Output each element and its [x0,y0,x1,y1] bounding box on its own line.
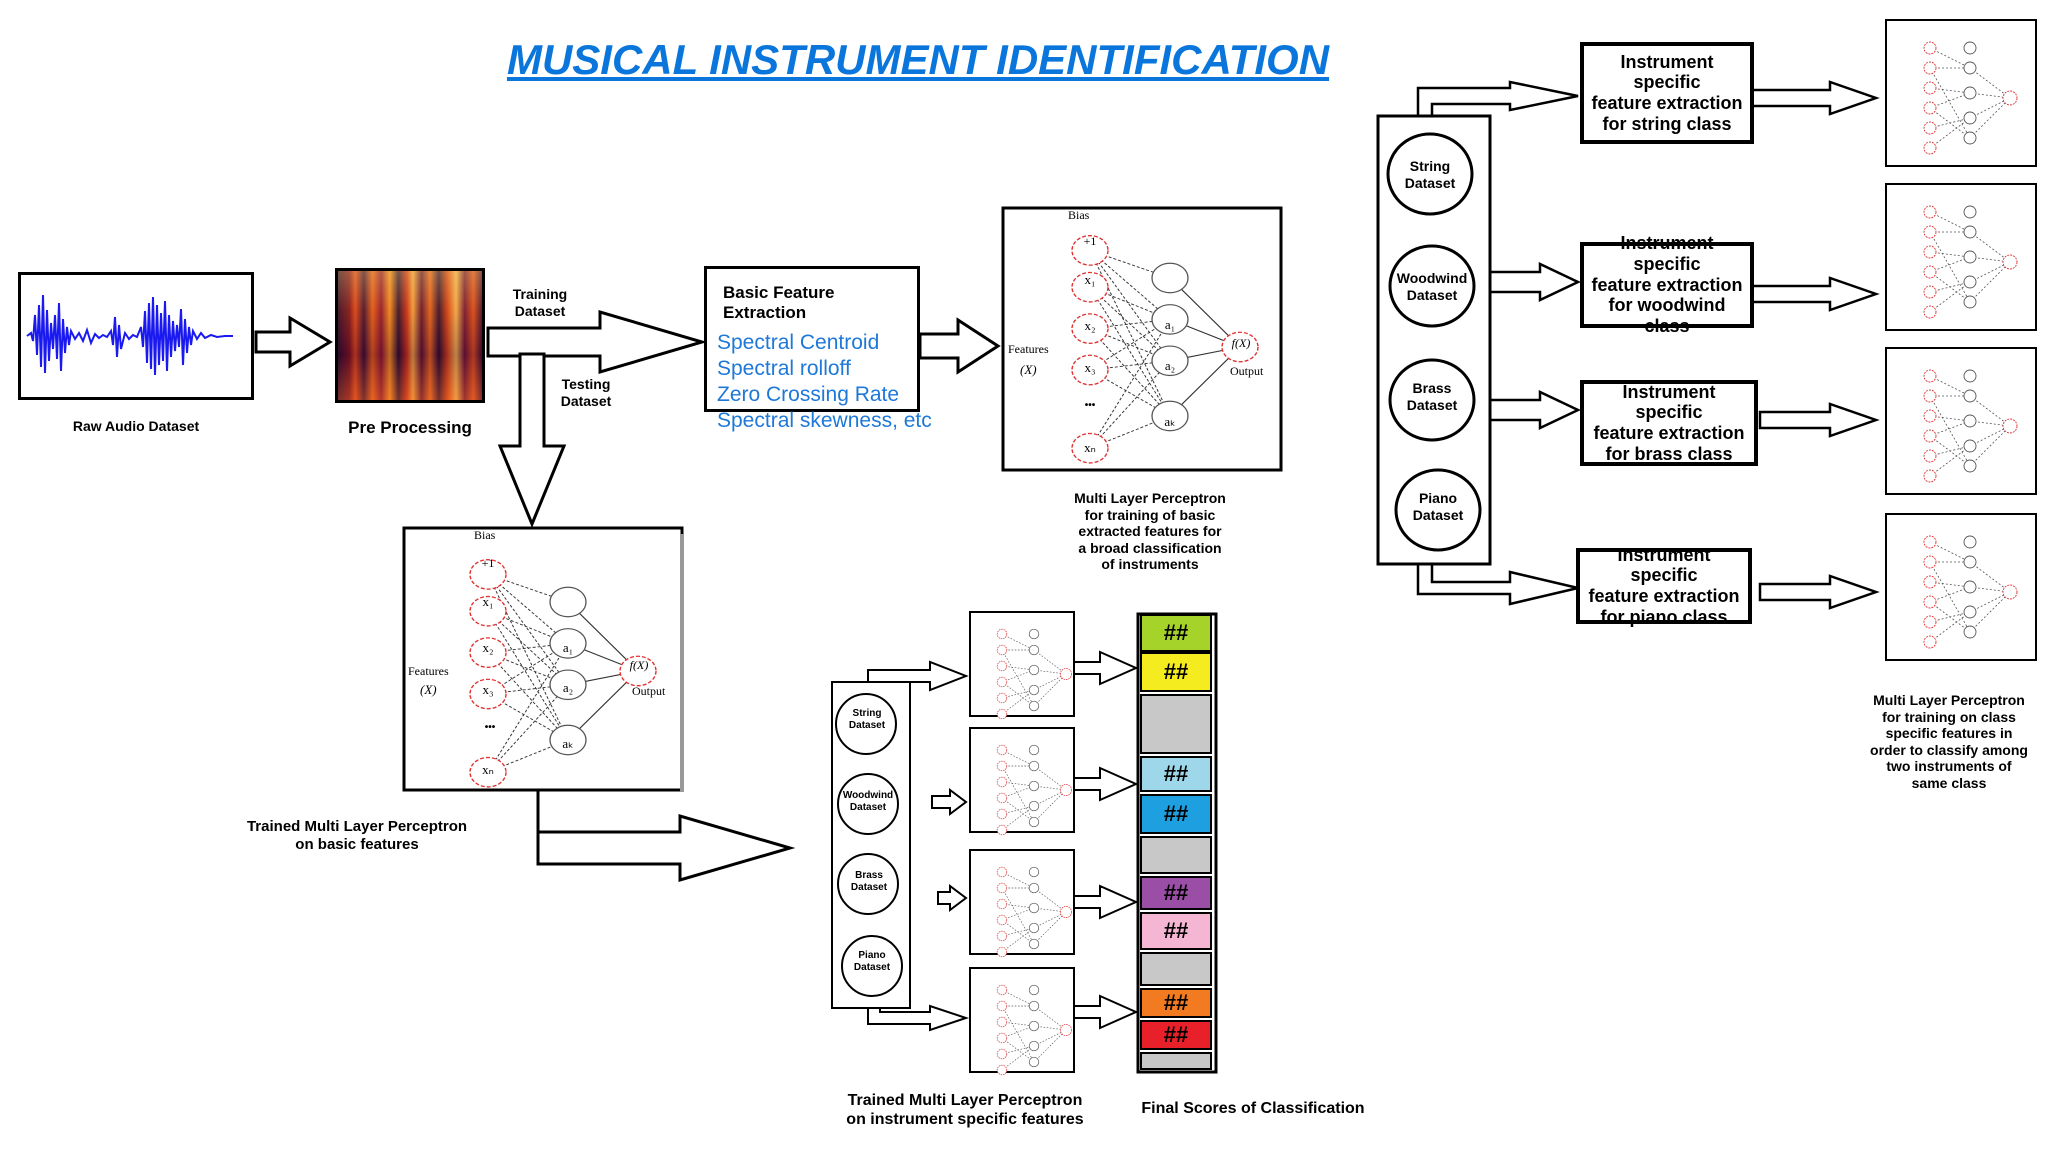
piano-dataset-label-small: Piano Dataset [853,950,891,973]
mlp-hidden-k: aₖ [1164,414,1176,429]
mlp-input-n: xₙ [1084,440,1096,455]
score-cell [1140,836,1212,874]
string-dataset-label: String Dataset [1404,158,1456,191]
mlp-broad-caption: Multi Layer Perceptron for training of b… [1074,490,1226,573]
score-cell: ## [1140,876,1212,910]
arrow-piano-down [1416,550,1579,606]
arrow-features-to-mlp [918,317,1001,375]
trained-mlp-specific-caption: Trained Multi Layer Perceptron on instru… [846,1092,1084,1128]
score-cell: ## [1140,1020,1212,1050]
feature-item: Zero Crossing Rate [717,383,900,406]
mlp-input-2: x₂ [482,640,494,655]
arrow-string-up [1416,80,1579,120]
score-cell: ## [1140,652,1212,692]
mlp-hidden-1: a₁ [1164,317,1176,332]
mlp-x-var: (X) [1020,362,1037,377]
mlp-dots: ••• [484,722,496,733]
brass-dataset-label: Brass Dataset [1406,380,1458,413]
mlp-features-label: Features [408,664,449,678]
feature-item: Spectral skewness, etc [717,409,932,432]
mlp-x-var: (X) [420,682,437,697]
brass-feature-extraction-box: Instrument specific feature extraction f… [1580,380,1758,466]
mlp-plus-one: +1 [481,556,495,570]
mlp-hidden-1: a₁ [562,640,574,655]
string-feature-extraction-box: Instrument specific feature extraction f… [1580,42,1754,144]
woodwind-dataset-label-small: Woodwind Dataset [842,790,894,813]
mlp-hidden-2: a₂ [1164,358,1176,373]
score-cell: ## [1140,794,1212,834]
basic-feature-extraction-box: Basic Feature Extraction Spectral Centro… [704,266,932,432]
feature-extraction-title: Basic Feature Extraction [723,283,835,322]
mlp-output-fn: f(X) [1231,336,1251,350]
score-cell: ## [1140,614,1212,652]
mlp-input-1: x₁ [1084,272,1096,287]
piano-feature-extraction-box: Instrument specific feature extraction f… [1576,545,1752,627]
mlp-input-2: x₂ [1084,318,1096,333]
testing-dataset-label: Testing Dataset [560,376,612,409]
final-scores-caption: Final Scores of Classification [1141,1100,1365,1117]
score-cell [1140,694,1212,754]
arrow-audio-to-preprocess [254,315,333,369]
score-cell [1140,952,1212,986]
training-dataset-label: Training Dataset [512,286,568,319]
mlp-hidden-k: aₖ [562,736,574,751]
waveform-icon [26,294,233,376]
mlp-bias-label: Bias [1068,208,1090,222]
spectrogram-image [335,268,485,403]
mlp-output-label: Output [1230,364,1264,378]
mlp-features-label: Features [1008,342,1049,356]
mlp-bias-label: Bias [474,528,496,542]
mlp-class-caption: Multi Layer Perceptron for training on c… [1870,692,2028,791]
arrow-training-to-features [486,309,708,375]
mlp-input-1: x₁ [482,594,494,609]
feature-item: Spectral rolloff [717,357,851,380]
mlp-input-n: xₙ [482,762,494,777]
feature-item: Spectral Centroid [717,331,880,354]
mlp-input-3: x₃ [482,682,494,697]
arrow-trained-to-datasets [536,790,796,882]
score-cell: ## [1140,756,1212,792]
brass-dataset-label-small: Brass Dataset [850,870,888,893]
raw-audio-waveform [18,272,254,400]
mlp-plus-one: +1 [1083,234,1097,248]
score-cell: ## [1140,912,1212,950]
score-cell [1140,1052,1212,1070]
mlp-output-label: Output [632,684,666,698]
mlp-input-3: x₃ [1084,360,1096,375]
piano-dataset-label: Piano Dataset [1412,490,1464,523]
trained-mlp-basic-caption: Trained Multi Layer Perceptron on basic … [246,818,468,853]
mlp-output-fn: f(X) [629,658,649,672]
string-dataset-label-small: String Dataset [848,708,886,731]
raw-audio-label: Raw Audio Dataset [72,418,200,434]
preprocessing-label: Pre Processing [348,418,472,437]
mlp-hidden-2: a₂ [562,680,574,695]
woodwind-dataset-label: Woodwind Dataset [1396,270,1468,303]
page-title: MUSICAL INSTRUMENT IDENTIFICATION [506,36,1330,83]
woodwind-feature-extraction-box: Instrument specific feature extraction f… [1580,233,1754,336]
arrow-testing-to-mlp [497,352,567,528]
mlp-dots: ••• [1084,400,1096,411]
score-cell: ## [1140,988,1212,1018]
